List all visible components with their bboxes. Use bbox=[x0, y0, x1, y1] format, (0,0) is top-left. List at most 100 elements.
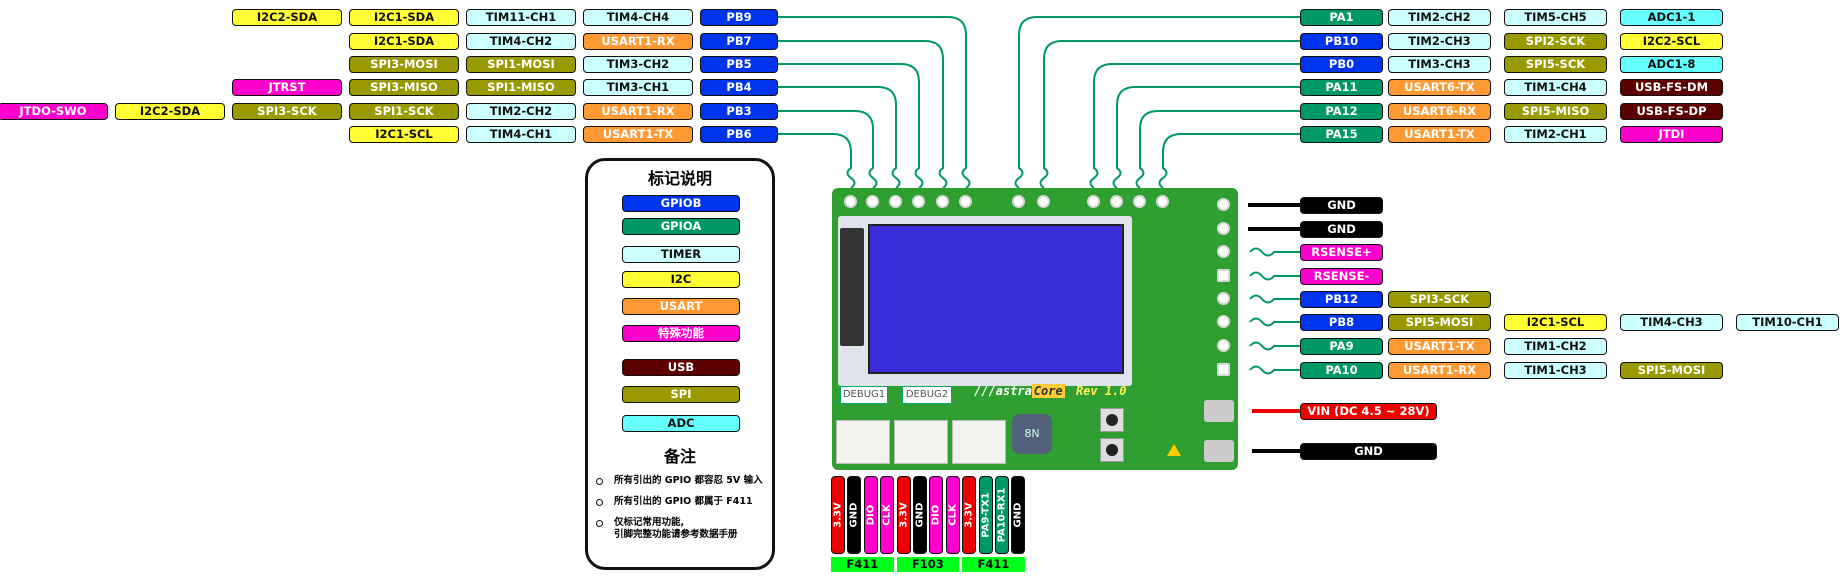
legend-adc: ADC bbox=[622, 415, 740, 432]
bottom-pin-clk: CLK bbox=[945, 476, 960, 554]
pin-label-tim3-ch1: TIM3-CH1 bbox=[583, 79, 693, 96]
pin-label-pa15: PA15 bbox=[1300, 126, 1383, 143]
brand-core: Core bbox=[1031, 384, 1065, 398]
side-pad bbox=[1217, 245, 1230, 258]
pin-label-spi5-mosi: SPI5-MOSI bbox=[1388, 314, 1491, 331]
pin-label-pb12: PB12 bbox=[1300, 291, 1383, 308]
pin-label-spi1-mosi: SPI1-MOSI bbox=[466, 56, 576, 73]
debug1-label: DEBUG1 bbox=[840, 386, 888, 404]
side-pad bbox=[1217, 339, 1230, 352]
header-pad bbox=[936, 195, 949, 208]
pin-label-i2c1-scl: I2C1-SCL bbox=[1504, 314, 1607, 331]
wire-rsense bbox=[1249, 247, 1300, 257]
button-1[interactable] bbox=[1100, 408, 1124, 432]
pin-label-tim3-ch2: TIM3-CH2 bbox=[583, 56, 693, 73]
bottom-pin-3-3v: 3.3V bbox=[831, 476, 845, 554]
board-revision: Rev 1.0 bbox=[1075, 384, 1127, 398]
button-2[interactable] bbox=[1100, 438, 1124, 462]
legend-spi: SPI bbox=[622, 386, 740, 403]
warning-icon bbox=[1167, 444, 1181, 456]
pin-label-tim2-ch3: TIM2-CH3 bbox=[1388, 33, 1491, 50]
wire-pb0 bbox=[1089, 63, 1300, 189]
pin-label-usb-fs-dm: USB-FS-DM bbox=[1620, 79, 1723, 96]
legend-panel: 标记说明 GPIOB GPIOA TIMER I2C USART 特殊功能 US… bbox=[585, 158, 775, 570]
pin-label-tim2-ch2: TIM2-CH2 bbox=[1388, 9, 1491, 26]
pin-label-spi3-sck: SPI3-SCK bbox=[1388, 291, 1491, 308]
jst-connector-2 bbox=[894, 420, 948, 464]
wire-pb4 bbox=[778, 86, 901, 189]
brand-prefix: ///astra bbox=[974, 384, 1032, 398]
pin-label-tim1-ch2: TIM1-CH2 bbox=[1504, 338, 1607, 355]
bottom-pin-text: PA9-TX1 bbox=[980, 492, 992, 538]
pin-label-tim11-ch1: TIM11-CH1 bbox=[466, 9, 576, 26]
bottom-pin-gnd: GND bbox=[913, 476, 927, 554]
side-pad bbox=[1217, 269, 1230, 282]
header-pad bbox=[912, 195, 925, 208]
header-pad bbox=[866, 195, 879, 208]
pin-label-pb8: PB8 bbox=[1300, 314, 1383, 331]
pin-label-spi5-miso: SPI5-MISO bbox=[1504, 103, 1607, 120]
pin-label-usart6-rx: USART6-RX bbox=[1388, 103, 1491, 120]
pin-label-tim1-ch4: TIM1-CH4 bbox=[1504, 79, 1607, 96]
pin-label-adc1-1: ADC1-1 bbox=[1620, 9, 1723, 26]
wire-rsense bbox=[1249, 271, 1300, 281]
pin-label-usart1-rx: USART1-RX bbox=[583, 103, 693, 120]
bottom-pin-pa9-tx1: PA9-TX1 bbox=[978, 476, 993, 554]
pin-label-pb9: PB9 bbox=[700, 9, 778, 26]
bottom-group-f411: F411 bbox=[962, 557, 1025, 572]
legend-timer: TIMER bbox=[622, 246, 740, 263]
power-label-gnd: GND bbox=[1300, 443, 1437, 460]
pin-label-usb-fs-dp: USB-FS-DP bbox=[1620, 103, 1723, 120]
pin-label-tim2-ch2: TIM2-CH2 bbox=[466, 103, 576, 120]
pin-label-tim4-ch4: TIM4-CH4 bbox=[583, 9, 693, 26]
bottom-pin-clk: CLK bbox=[880, 476, 895, 554]
pin-label-i2c2-sda: I2C2-SDA bbox=[115, 103, 225, 120]
pin-label-pb6: PB6 bbox=[700, 126, 778, 143]
wire-pb7 bbox=[778, 40, 948, 189]
pin-label-pb5: PB5 bbox=[700, 56, 778, 73]
pin-label-usart1-tx: USART1-TX bbox=[583, 126, 693, 143]
pin-label-tim1-ch3: TIM1-CH3 bbox=[1504, 362, 1607, 379]
wire-pb12 bbox=[1249, 294, 1300, 304]
pin-label-rsense: RSENSE+ bbox=[1300, 244, 1383, 261]
pin-label-tim4-ch1: TIM4-CH1 bbox=[466, 126, 576, 143]
header-pad bbox=[1110, 195, 1123, 208]
legend-title: 标记说明 bbox=[647, 169, 712, 188]
bottom-pin-text: DIO bbox=[865, 504, 877, 526]
bottom-pin-pa10-rx1: PA10-RX1 bbox=[995, 476, 1009, 554]
bottom-pin-text: GND bbox=[1012, 502, 1024, 528]
pin-label-spi1-miso: SPI1-MISO bbox=[466, 79, 576, 96]
bottom-pin-gnd: GND bbox=[847, 476, 862, 554]
pin-label-usart1-tx: USART1-TX bbox=[1388, 126, 1491, 143]
header-pad bbox=[1087, 195, 1100, 208]
bottom-pin-text: 3.3V bbox=[832, 502, 844, 528]
note-2-text: 所有引出的 GPIO 都属于 F411 bbox=[614, 496, 753, 507]
pin-label-spi1-sck: SPI1-SCK bbox=[349, 103, 459, 120]
pin-label-pb7: PB7 bbox=[700, 33, 778, 50]
pin-label-pb0: PB0 bbox=[1300, 56, 1383, 73]
bottom-pin-3-3v: 3.3V bbox=[896, 476, 911, 554]
pin-label-jtdi: JTDI bbox=[1620, 126, 1723, 143]
pin-label-gnd: GND bbox=[1300, 221, 1383, 238]
wire-pa11 bbox=[1112, 86, 1300, 189]
pin-label-usart1-rx: USART1-RX bbox=[583, 33, 693, 50]
pin-label-spi2-sck: SPI2-SCK bbox=[1504, 33, 1607, 50]
header-pad bbox=[1133, 195, 1146, 208]
pin-label-usart1-tx: USART1-TX bbox=[1388, 338, 1491, 355]
note-1-text: 所有引出的 GPIO 都容忍 5V 输入 bbox=[614, 475, 763, 486]
pin-label-tim5-ch5: TIM5-CH5 bbox=[1504, 9, 1607, 26]
jst-connector-3 bbox=[952, 420, 1006, 464]
legend-special: 特殊功能 bbox=[622, 325, 740, 342]
pin-label-tim4-ch3: TIM4-CH3 bbox=[1620, 314, 1723, 331]
wire-pb6 bbox=[778, 133, 856, 189]
header-pad bbox=[1156, 195, 1169, 208]
bottom-pin-3-3v: 3.3V bbox=[962, 476, 977, 554]
pin-label-adc1-8: ADC1-8 bbox=[1620, 56, 1723, 73]
pin-label-pa11: PA11 bbox=[1300, 79, 1383, 96]
pin-label-pa12: PA12 bbox=[1300, 103, 1383, 120]
bottom-pin-gnd: GND bbox=[1011, 476, 1026, 554]
wire-pa12 bbox=[1135, 110, 1300, 189]
pin-label-i2c1-sda: I2C1-SDA bbox=[349, 33, 459, 50]
